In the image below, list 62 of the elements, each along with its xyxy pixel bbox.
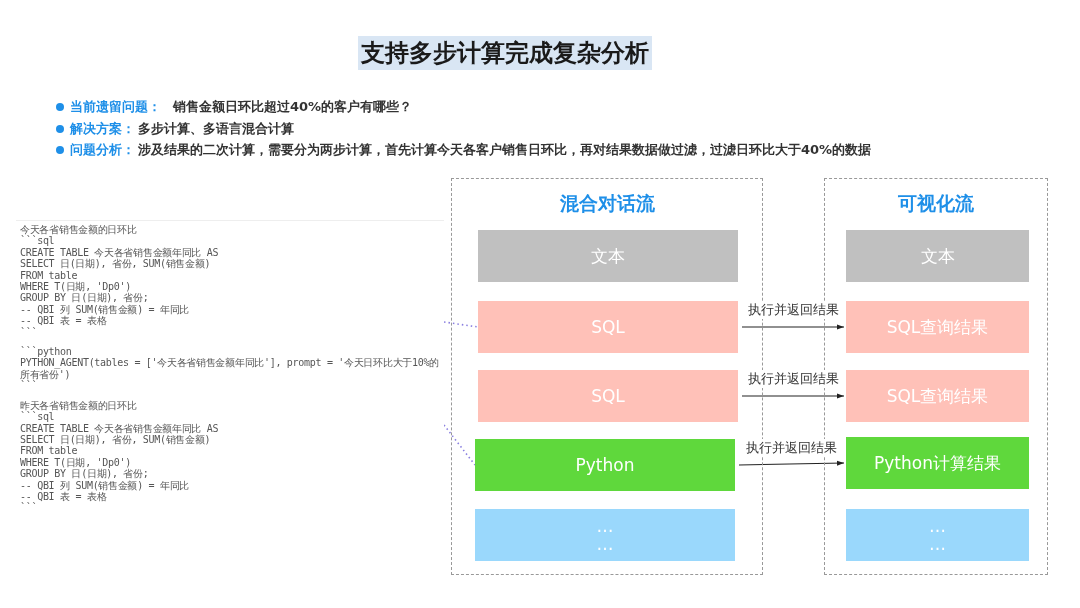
box-label: SQL查询结果 (886, 387, 989, 405)
leader-line (443, 424, 476, 466)
process-box (478, 301, 738, 353)
box-label: … (596, 535, 614, 553)
edge-label: 执行并返回结果 (746, 370, 840, 388)
bullet-text: 涉及结果的二次计算，需要分为两步计算，首先计算今天各客户销售日环比，再对结果数据做过滤，过滤日环比大于40%的数据 (138, 141, 872, 159)
code-line: -- QBI 列 SUM(销售金额) = 年同比 (20, 303, 191, 316)
code-line: ``` (20, 502, 39, 514)
bullet-heading: 当前遗留问题： (70, 98, 161, 116)
code-line: FROM table (20, 445, 79, 457)
process-box (475, 509, 735, 561)
bullet-heading: 问题分析： (70, 141, 135, 159)
leader-line (443, 321, 479, 328)
box-label: SQL (591, 318, 625, 336)
code-line: GROUP BY 日(日期), 省份; (20, 468, 150, 480)
slide-title: 支持多步计算完成复杂分析 (358, 36, 652, 70)
code-line: ```sql (20, 411, 55, 423)
arrow (738, 460, 845, 466)
box-label: 文本 (591, 247, 625, 265)
arrow (741, 324, 845, 330)
box-label: … (929, 517, 946, 535)
code-line: FROM table (20, 269, 79, 281)
code-line: -- QBI 表 = 表格 (20, 315, 108, 327)
process-box (846, 437, 1029, 489)
arrow (741, 393, 845, 399)
process-box (478, 370, 738, 422)
code-line: CREATE TABLE 今天各省销售金额年同比 AS (20, 422, 220, 434)
code-line: GROUP BY 日(日期), 省份; (20, 292, 150, 304)
code-line: ```python (20, 346, 72, 358)
swimlane (824, 178, 1048, 575)
code-line: -- QBI 表 = 表格 (20, 490, 107, 502)
process-box (846, 230, 1029, 282)
bullet-text: 销售金额日环比超过40%的客户有哪些？ (173, 98, 413, 116)
box-label: … (929, 535, 946, 553)
code-line: CREATE TABLE 今天各省销售金额年同比 AS (20, 246, 220, 259)
edge-label: 执行并返回结果 (746, 301, 840, 319)
box-label: SQL查询结果 (886, 318, 989, 336)
process-box (846, 301, 1029, 353)
code-line: SELECT 日(日期), 省份, SUM(销售金额) (20, 258, 212, 270)
process-box (846, 509, 1029, 561)
code-line: -- QBI 列 SUM(销售金额) = 年同比 (20, 479, 191, 491)
code-line: SELECT 日(日期), 省份, SUM(销售金额) (20, 433, 212, 446)
code-line: WHERE T(日期, 'Dp0') (20, 281, 131, 293)
code-line: 昨天各省销售金额的日环比 (20, 399, 138, 411)
code-line: ``` (20, 380, 38, 392)
edge-label: 执行并返回结果 (745, 439, 838, 457)
code-line: ```sql (20, 235, 56, 247)
box-label: Python (575, 456, 635, 474)
box-label: 文本 (920, 247, 955, 265)
process-box (478, 230, 738, 282)
code-line: WHERE T(日期, 'Dp0') (20, 456, 131, 469)
code-line: ``` (20, 326, 39, 339)
lane-title: 混合对话流 (558, 191, 656, 216)
bullet-heading: 解决方案： (70, 120, 135, 138)
box-label: … (596, 517, 614, 535)
lane-title: 可视化流 (897, 191, 975, 216)
code-line: 今天各省销售金额的日环比 (20, 224, 138, 236)
bullet-text: 多步计算、多语言混合计算 (138, 120, 294, 138)
process-box (475, 439, 735, 491)
box-label: Python计算结果 (874, 454, 1001, 472)
box-label: SQL (591, 387, 625, 405)
process-box (846, 370, 1029, 422)
